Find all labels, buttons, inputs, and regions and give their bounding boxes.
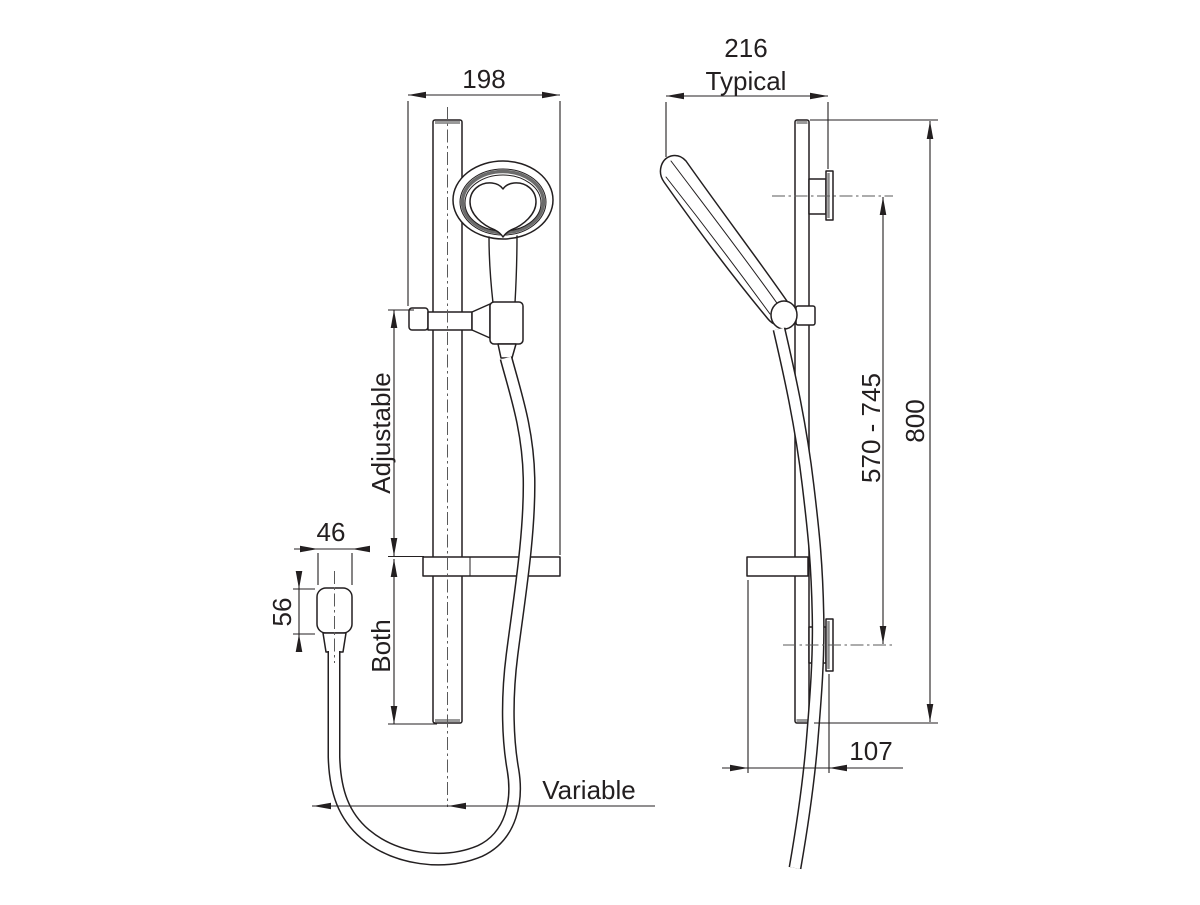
soap-dish-side: [746, 556, 809, 577]
dim-label-adjustable: Adjustable: [366, 372, 396, 493]
arrowhead: [390, 538, 398, 556]
dim-label-typical: Typical: [706, 66, 787, 96]
arrowhead: [879, 626, 887, 644]
arrowhead: [408, 91, 426, 99]
arrowhead: [295, 634, 303, 652]
dim-adjustable: Adjustable: [366, 309, 424, 558]
arrowhead: [666, 92, 684, 100]
dim-elbow-width-46: 46: [294, 517, 370, 585]
dim-label-800: 800: [900, 399, 930, 442]
soap-dish-bar: [422, 556, 561, 577]
dim-both: Both: [366, 559, 437, 725]
dim-variable: Variable: [312, 775, 655, 810]
arrowhead: [352, 545, 370, 553]
dim-label-570-745: 570 - 745: [856, 373, 886, 483]
handshower-side: [659, 154, 816, 330]
handshower-head-front: [452, 160, 554, 313]
dim-bracket-span-570-745: 570 - 745: [856, 197, 887, 644]
hose-front-fill: [329, 356, 535, 865]
arrowhead: [300, 545, 318, 553]
handle-neck-left: [488, 236, 494, 304]
arrowhead: [810, 92, 828, 100]
dim-label-both: Both: [366, 619, 396, 673]
handle-neck-right: [514, 235, 518, 304]
handle-holder-body: [489, 301, 524, 345]
front-view: 198 Adjustable Both 46: [267, 64, 655, 866]
handle-seam-2: [665, 176, 771, 315]
arrowhead: [390, 310, 398, 328]
arrowhead: [448, 802, 466, 810]
dim-label-56: 56: [267, 598, 297, 627]
arrowhead: [390, 706, 398, 724]
arrowhead: [542, 91, 560, 99]
hose-side: [772, 327, 825, 870]
arrowhead: [829, 764, 847, 772]
hose-nut-front: [497, 343, 517, 359]
head-spray-face: [469, 182, 537, 238]
arrowhead: [390, 559, 398, 577]
dim-projection-107: 107: [722, 580, 903, 773]
dim-label-46: 46: [317, 517, 346, 547]
handle-body-side: [659, 154, 793, 327]
soap-dish-front: [422, 556, 561, 577]
hose-front: [327, 356, 536, 866]
hose-side-fill: [774, 327, 824, 869]
dim-label-variable: Variable: [542, 775, 635, 805]
bracket-arm-cap: [408, 307, 429, 331]
bracket-arm-flare: [471, 303, 491, 339]
dim-depth-216: 216 Typical: [665, 33, 829, 169]
arrowhead: [926, 121, 934, 139]
dim-label-107: 107: [849, 736, 892, 766]
holder-knob-side: [795, 305, 816, 326]
dim-width-198: 198: [407, 64, 561, 555]
holder-clamp-side: [770, 300, 798, 330]
dim-label-216: 216: [724, 33, 767, 63]
dim-rail-height-800: 800: [810, 119, 938, 724]
hose-front-outline: [327, 356, 536, 866]
arrowhead: [295, 571, 303, 589]
handle-seam-1: [670, 160, 780, 307]
dim-elbow-height-56: 56: [267, 571, 315, 652]
dim-label-198: 198: [462, 64, 505, 94]
slider-bracket-front: [408, 301, 524, 359]
arrowhead: [879, 197, 887, 215]
bracket-arm-bar: [427, 311, 473, 331]
arrowhead: [926, 704, 934, 722]
arrowhead: [313, 802, 331, 810]
side-view: 216 Typical 800 570 - 745 107: [659, 33, 938, 870]
arrowhead: [730, 764, 748, 772]
